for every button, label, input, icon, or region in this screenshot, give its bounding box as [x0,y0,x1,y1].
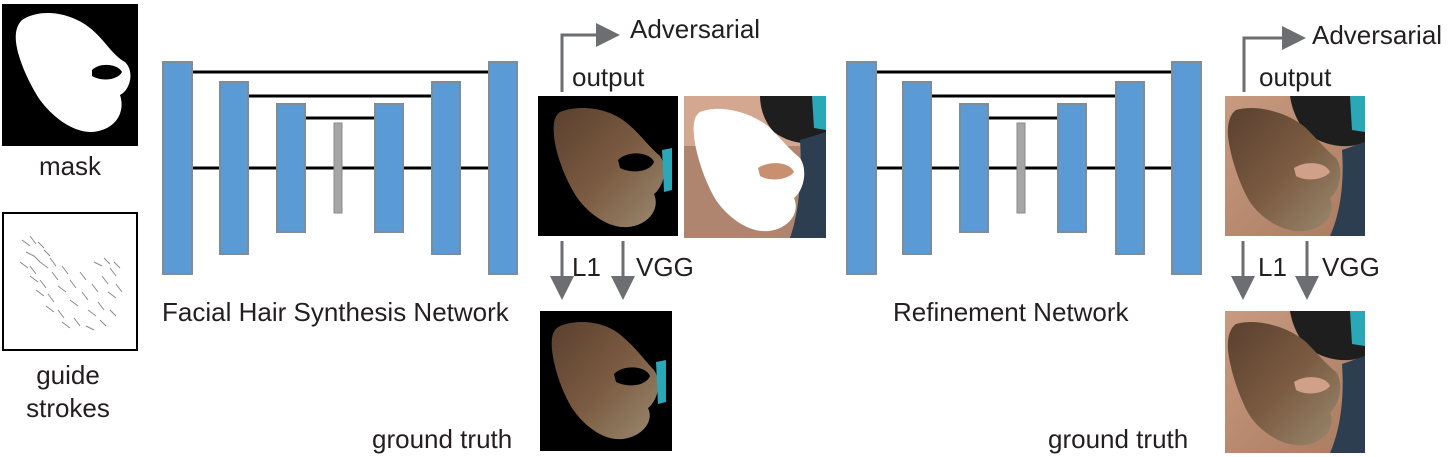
synthesis-network-label: Facial Hair Synthesis Network [162,297,510,327]
decoder-layer-2 [431,81,461,255]
synthesis-ground-truth-image [540,311,672,451]
synthesis-output-image [538,96,678,236]
encoder-layer-2 [219,81,249,255]
mask-image [2,4,138,146]
decoder-layer-3 [1057,103,1087,233]
refinement-adversarial-arrow [1242,26,1306,92]
encoder-layer-3 [959,103,989,233]
decoder-layer-1 [488,61,518,275]
synthesis-network [162,61,518,275]
guide-label-line1: guide [36,360,100,390]
output-label: output [572,62,645,92]
refinement-vgg-label: VGG [1322,252,1380,282]
refinement-adversarial-label: Adversarial [1312,20,1442,50]
guide-label-line2: strokes [26,393,110,423]
refinement-ground-truth-image [1225,311,1365,453]
encoder-layer-1 [162,61,193,275]
bottleneck-layer [333,122,343,214]
encoder-layer-3 [276,103,306,233]
l1-label: L1 [572,252,601,282]
refinement-output-label: output [1259,62,1332,92]
masked-face-image [684,96,826,238]
decoder-layer-3 [374,103,404,233]
decoder-layer-2 [1115,81,1145,255]
refinement-network [846,61,1202,275]
ground-truth-label: ground truth [372,424,512,454]
guide-strokes-image [2,212,138,351]
refinement-output-image [1225,96,1365,236]
decoder-layer-1 [1171,61,1202,275]
adversarial-arrow [560,23,620,92]
mask-label: mask [39,151,102,181]
refinement-ground-truth-label: ground truth [1048,424,1188,454]
encoder-layer-2 [902,81,932,255]
refinement-network-label: Refinement Network [893,297,1130,327]
refinement-l1-label: L1 [1258,252,1287,282]
encoder-layer-1 [846,61,877,275]
bottleneck-layer [1016,122,1026,214]
adversarial-label: Adversarial [630,14,760,44]
vgg-label: VGG [636,252,694,282]
